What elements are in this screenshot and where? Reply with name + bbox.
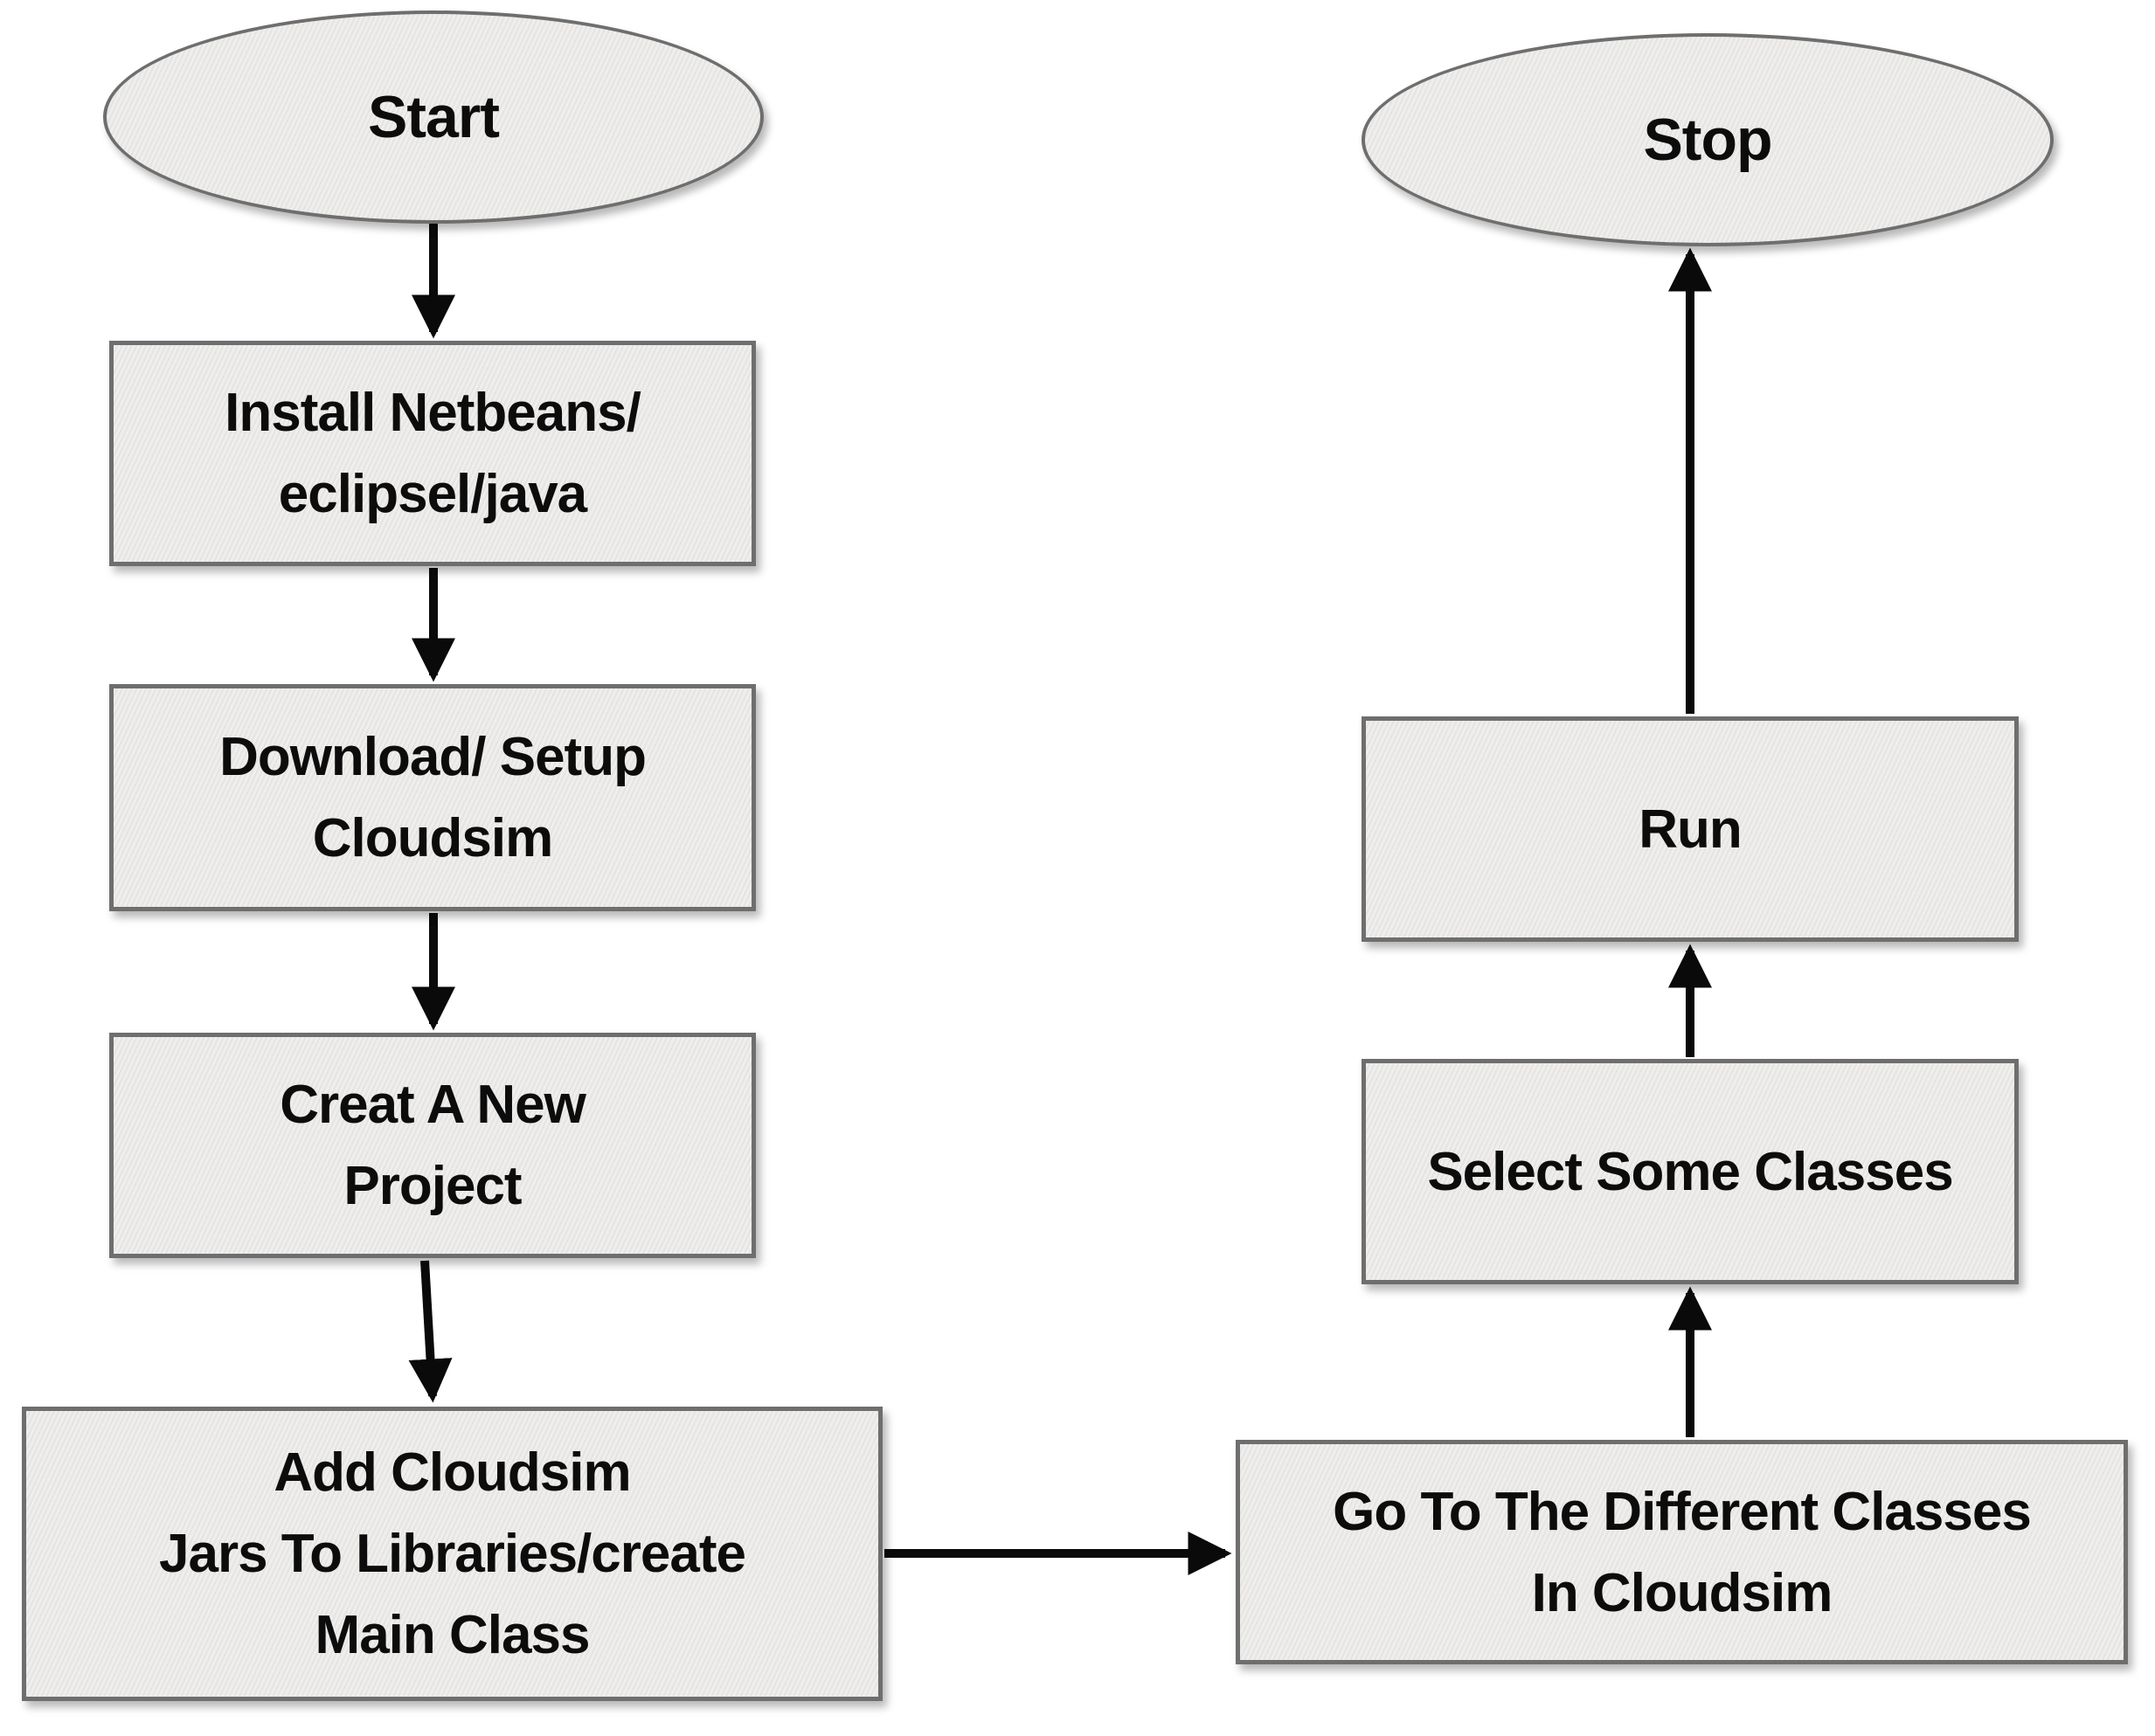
install-netbeans-label: Install Netbeans/ eclipsel/java	[225, 383, 641, 524]
run-label: Run	[1639, 799, 1743, 860]
select-some-classes-process-node: Select Some Classes	[1362, 1059, 2019, 1284]
goto-different-classes-label: Go To The Different Classes In Cloudsim	[1333, 1481, 2032, 1623]
create-new-project-process-node: Creat A New Project	[109, 1033, 756, 1258]
add-cloudsim-jars-process-node: Add Cloudsim Jars To Libraries/create Ma…	[22, 1407, 883, 1701]
download-setup-cloudsim-process-node: Download/ Setup Cloudsim	[109, 684, 756, 911]
select-some-classes-label: Select Some Classes	[1427, 1141, 1953, 1202]
start-label: Start	[368, 84, 500, 150]
start-terminator-node: Start	[103, 10, 764, 224]
stop-label: Stop	[1643, 107, 1772, 173]
goto-different-classes-process-node: Go To The Different Classes In Cloudsim	[1236, 1440, 2128, 1664]
run-process-node: Run	[1362, 716, 2019, 942]
stop-terminator-node: Stop	[1362, 33, 2054, 246]
download-setup-cloudsim-label: Download/ Setup Cloudsim	[219, 727, 647, 868]
add-cloudsim-jars-label: Add Cloudsim Jars To Libraries/create Ma…	[159, 1442, 746, 1665]
edge-create-to-addjars	[408, 1260, 453, 1403]
create-new-project-label: Creat A New Project	[280, 1075, 586, 1216]
install-netbeans-process-node: Install Netbeans/ eclipsel/java	[109, 341, 756, 566]
